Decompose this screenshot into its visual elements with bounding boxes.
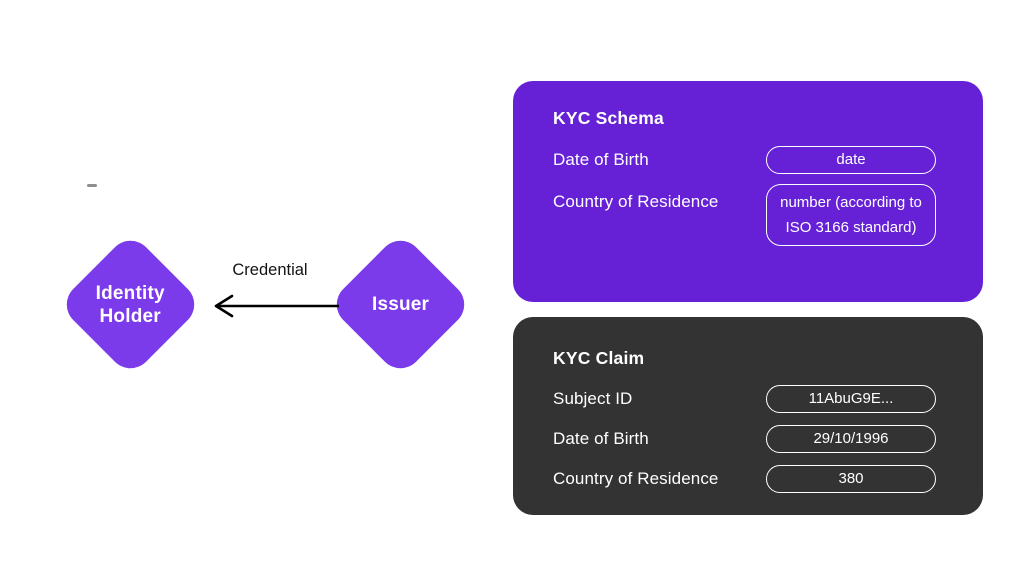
claim-row-value-pill: 380	[766, 465, 936, 493]
schema-row-label: Date of Birth	[553, 150, 649, 169]
claim-row-label: Date of Birth	[553, 429, 649, 448]
kyc-claim-rows: Subject ID 11AbuG9E... Date of Birth 29/…	[553, 385, 936, 493]
schema-row-value-pill: number (according to ISO 3166 standard)	[766, 184, 936, 246]
schema-row-date-of-birth: Date of Birth date	[553, 146, 936, 174]
node-identity-holder-label: Identity Holder	[95, 282, 166, 327]
schema-row-country-of-residence: Country of Residence number (according t…	[553, 184, 936, 246]
claim-row-date-of-birth: Date of Birth 29/10/1996	[553, 425, 936, 453]
claim-row-subject-id: Subject ID 11AbuG9E...	[553, 385, 936, 413]
kyc-claim-title: KYC Claim	[553, 348, 645, 368]
kyc-schema-card: KYC Schema Date of Birth date Country of…	[513, 81, 983, 302]
kyc-claim-card: KYC Claim Subject ID 11AbuG9E... Date of…	[513, 317, 983, 515]
claim-row-value-pill: 29/10/1996	[766, 425, 936, 453]
claim-row-label: Country of Residence	[553, 469, 719, 488]
schema-row-label: Country of Residence	[553, 192, 719, 211]
node-identity-holder: Identity Holder	[57, 231, 204, 378]
credential-arrow-icon	[214, 294, 339, 318]
node-issuer-label: Issuer	[371, 294, 430, 315]
edge-credential-label: Credential	[232, 261, 308, 279]
node-issuer: Issuer	[327, 231, 474, 378]
stray-mark	[87, 184, 97, 187]
claim-row-label: Subject ID	[553, 389, 633, 408]
schema-row-value-pill: date	[766, 146, 936, 174]
claim-row-value-pill: 11AbuG9E...	[766, 385, 936, 413]
claim-row-country-of-residence: Country of Residence 380	[553, 465, 936, 493]
kyc-schema-title: KYC Schema	[553, 108, 664, 128]
